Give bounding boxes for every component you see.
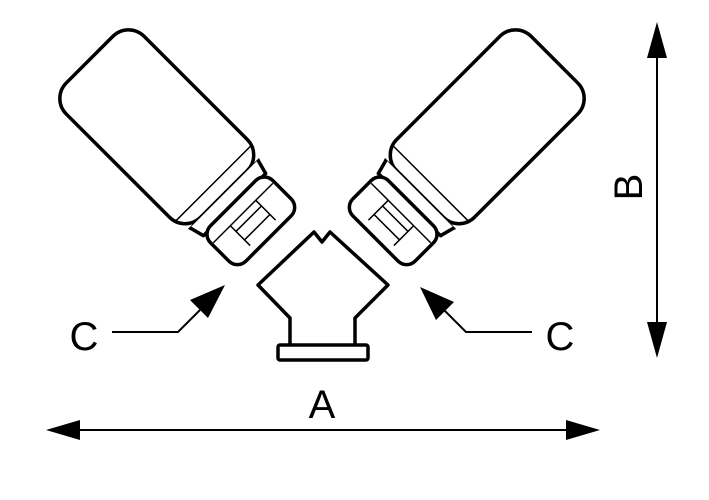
label-c-left: C [70,315,99,359]
arrow-left-icon [46,420,80,440]
arrow-icon [420,287,454,320]
arrow-icon [190,285,225,318]
mounting-plate [276,343,370,362]
dimension-b: B [607,22,667,358]
callout-c-left: C [70,285,225,359]
label-a: A [309,383,336,427]
arrow-down-icon [647,322,667,358]
label-b: B [607,174,651,201]
filter-canister-right [334,18,596,280]
filter-canister-left [48,18,310,280]
label-c-right: C [546,315,575,359]
dimension-a: A [46,383,600,440]
filter-head [256,230,390,362]
arrow-up-icon [647,22,667,58]
callout-c-right: C [420,287,574,359]
arrow-right-icon [566,420,600,440]
